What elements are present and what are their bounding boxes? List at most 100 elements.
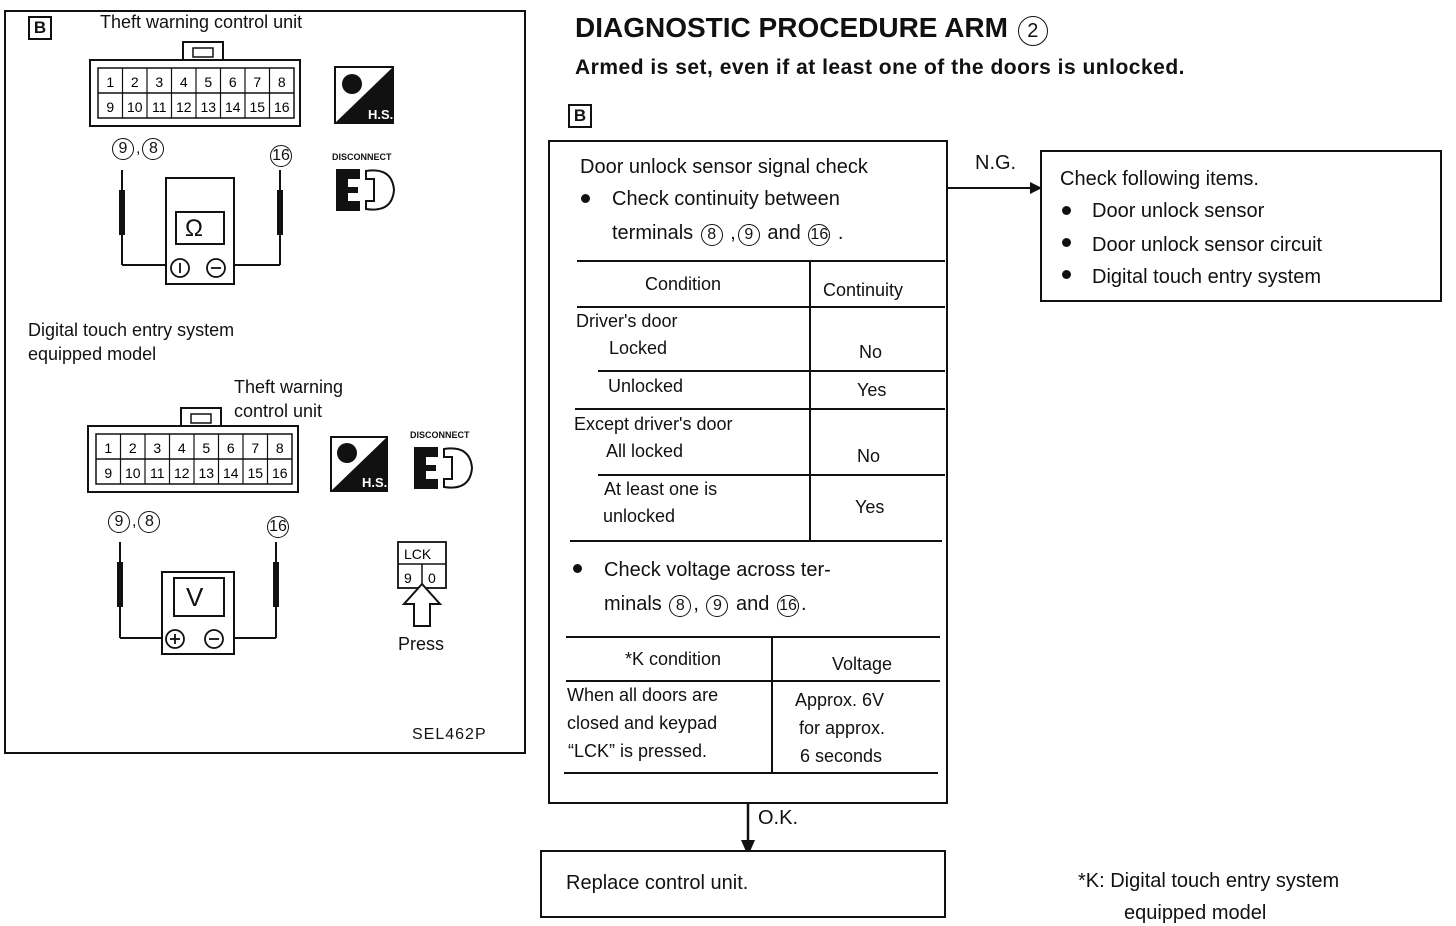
unit-label-mid-line1: Theft warning — [234, 377, 344, 397]
and-word-v: and — [736, 593, 770, 615]
disconnect-connector-icon — [336, 169, 396, 211]
row-locked: Locked — [609, 338, 668, 358]
bullet2-line1: Check voltage across ter- — [604, 559, 831, 581]
term-16: 16 — [808, 224, 831, 246]
pin-number-8: 8 — [278, 74, 286, 90]
volt-line1: Approx. 6V — [795, 690, 885, 710]
pin-number-4: 4 — [178, 440, 186, 456]
left-panel-marker: B — [28, 16, 52, 40]
pin-number-3: 3 — [155, 74, 163, 90]
footnote-line1: *K: Digital touch entry system — [1078, 870, 1340, 892]
val-locked: No — [859, 342, 883, 362]
page-subtitle: Armed is set, even if at least one of th… — [575, 56, 1185, 79]
volt-line3: 6 seconds — [800, 746, 883, 766]
voltmeter-circuit — [117, 542, 279, 655]
pin-number-7: 7 — [251, 440, 259, 456]
disconnect-label-mid: DISCONNECT — [410, 430, 470, 440]
pin-number-13: 13 — [198, 465, 214, 481]
row-unlocked: Unlocked — [608, 376, 684, 396]
pin-number-13: 13 — [200, 99, 216, 115]
pin-number-5: 5 — [204, 74, 212, 90]
pin-number-6: 6 — [229, 74, 237, 90]
keypad-lck: LCK — [404, 546, 432, 562]
pin-number-5: 5 — [202, 440, 210, 456]
term-9: 9 — [737, 224, 760, 246]
bullet1-line2: terminals 8 ,9 and 16 . — [612, 222, 844, 246]
col-header-continuity: Continuity — [823, 280, 904, 300]
pin-number-9: 9 — [104, 465, 112, 481]
ng-label: N.G. — [975, 152, 1017, 174]
left-diagram-panel — [4, 10, 526, 754]
term-8-v: 8 — [669, 595, 692, 617]
row-all-locked: All locked — [606, 441, 684, 461]
cond-line3: “LCK” is pressed. — [568, 741, 708, 761]
col-header-voltage: Voltage — [832, 654, 893, 674]
ng-item-1: Door unlock sensor — [1092, 200, 1265, 222]
col-header-k-condition: *K condition — [625, 649, 722, 669]
terminal-9-label: 9 — [112, 138, 134, 160]
row-group-driver: Driver's door — [576, 311, 678, 331]
pin-number-1: 1 — [106, 74, 114, 90]
model-note-line2: equipped model — [28, 344, 157, 364]
term-8: 8 — [700, 224, 723, 246]
terminal-16-label-2: 16 — [267, 516, 289, 538]
pin-number-2: 2 — [129, 440, 137, 456]
title-text: DIAGNOSTIC PROCEDURE ARM — [575, 12, 1008, 43]
pin-number-2: 2 — [131, 74, 139, 90]
minals-word: minals — [604, 593, 662, 615]
probe-right-label: 16 — [268, 145, 294, 167]
cond-line1: When all doors are — [567, 685, 719, 705]
row-at-least-line1: At least one is — [604, 479, 718, 499]
page-title: DIAGNOSTIC PROCEDURE ARM 2 — [575, 12, 1050, 46]
press-label: Press — [398, 634, 445, 654]
pin-number-8: 8 — [276, 440, 284, 456]
terminal-9-label-2: 9 — [108, 511, 130, 533]
title-number: 2 — [1017, 16, 1048, 46]
keypad-0: 0 — [428, 570, 436, 586]
pin-number-7: 7 — [253, 74, 261, 90]
pin-number-3: 3 — [153, 440, 161, 456]
ng-bullet-2 — [1062, 238, 1071, 247]
check-procedure-box — [548, 140, 948, 804]
row-group-except: Except driver's door — [574, 414, 733, 434]
pin-number-15: 15 — [247, 465, 263, 481]
hs-text-2: H.S. — [362, 475, 387, 490]
hs-text: H.S. — [368, 107, 393, 122]
row-at-least-line2: unlocked — [603, 506, 676, 526]
volt-symbol: V — [186, 582, 204, 612]
ng-heading: Check following items. — [1060, 168, 1259, 190]
ref-code: SEL462P — [412, 726, 487, 743]
ohm-symbol: Ω — [185, 215, 203, 242]
bullet2-line2: minals 8, 9 and 16. — [604, 593, 807, 617]
disconnect-connector-icon-2 — [414, 447, 474, 489]
col-header-condition: Condition — [645, 274, 722, 294]
pin-number-16: 16 — [272, 465, 288, 481]
probe-left-label: 9,8 — [110, 138, 166, 160]
terminal-8-label-2: 8 — [138, 511, 161, 533]
bullet-2 — [573, 564, 582, 573]
disconnect-label-top: DISCONNECT — [332, 152, 392, 162]
bullet-1 — [581, 194, 590, 203]
ok-result-box — [540, 850, 946, 918]
pin-number-14: 14 — [225, 99, 241, 115]
unit-label-mid-line2: control unit — [234, 401, 323, 421]
terminal-16-label: 16 — [270, 145, 292, 167]
cond-line2: closed and keypad — [567, 713, 718, 733]
terminals-word: terminals — [612, 222, 694, 244]
pin-number-12: 12 — [176, 99, 192, 115]
pin-number-10: 10 — [125, 465, 141, 481]
probe-left-label-2: 9,8 — [106, 511, 162, 533]
pin-number-10: 10 — [127, 99, 143, 115]
ok-box-text: Replace control unit. — [566, 872, 749, 894]
model-note-line1: Digital touch entry system — [28, 320, 235, 340]
val-at-least: Yes — [855, 497, 885, 517]
step-marker: B — [568, 104, 592, 128]
ng-item-3: Digital touch entry system — [1092, 266, 1321, 288]
probe-right-label-2: 16 — [265, 516, 291, 538]
pin-number-6: 6 — [227, 440, 235, 456]
val-unlocked: Yes — [857, 380, 887, 400]
pin-number-15: 15 — [249, 99, 265, 115]
val-all-locked: No — [857, 446, 881, 466]
